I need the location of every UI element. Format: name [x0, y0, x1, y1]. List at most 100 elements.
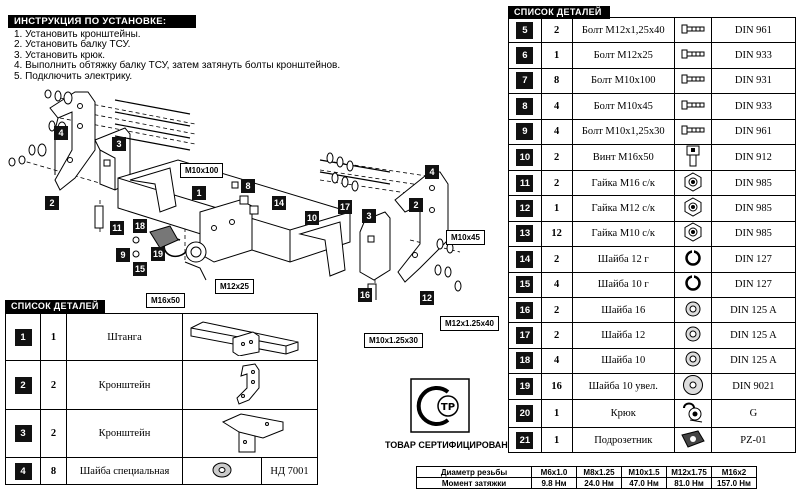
diagram-marker: 3 — [112, 137, 126, 151]
part-qty: 4 — [540, 347, 573, 375]
table-row: 1 1 Штанга — [5, 313, 318, 361]
table-row: 4 8 Шайба специальная НД 7001 — [5, 457, 318, 485]
part-number-badge: 19 — [516, 378, 534, 396]
part-number-badge: 13 — [516, 225, 534, 243]
diagram-marker: 2 — [409, 198, 423, 212]
bolt-icon — [680, 24, 706, 39]
part-name: Шайба специальная — [66, 457, 183, 485]
part-qty: 2 — [540, 322, 573, 349]
washer-icon — [684, 351, 702, 371]
part-number-badge: 16 — [516, 301, 534, 319]
part-standard: DIN 985 — [710, 220, 796, 248]
part-number-badge: 6 — [516, 47, 534, 65]
tow-bar-icon — [190, 320, 299, 357]
part-qty: 1 — [540, 427, 573, 454]
washer-icon — [684, 301, 702, 321]
part-name: Шайба 10 — [571, 347, 675, 375]
part-number-badge: 5 — [516, 21, 534, 39]
thread-value: M10x1.5 — [621, 466, 667, 478]
special-washer-icon — [212, 462, 232, 477]
part-name: Болт M10x45 — [571, 93, 675, 120]
part-qty: 4 — [540, 93, 573, 120]
part-name: Шайба 10 г — [571, 271, 675, 298]
instruction-step: 4. Выполнить обтяжку балку ТСУ, затем за… — [14, 60, 341, 72]
diagram-marker: 17 — [338, 200, 352, 214]
lock-nut-icon — [683, 222, 703, 245]
parts-list-left-title: СПИСОК ДЕТАЛЕЙ — [5, 300, 105, 313]
part-number-badge: 9 — [516, 123, 534, 141]
hook-icon — [680, 402, 706, 427]
diagram-marker: 3 — [362, 209, 376, 223]
parts-table-left: 1 1 Штанга 2 2 Кронштейн — [5, 313, 318, 485]
part-name: Винт M16x50 — [571, 143, 675, 171]
part-qty: 2 — [540, 143, 573, 171]
certification-text: ТОВАР СЕРТИФИЦИРОВАН — [385, 440, 508, 450]
part-standard: НД 7001 — [261, 457, 318, 485]
part-standard: DIN 125 A — [710, 347, 796, 375]
part-name: Штанга — [66, 313, 183, 361]
part-number-badge: 14 — [516, 250, 534, 268]
part-number-badge: 7 — [516, 72, 534, 90]
callout-m12x125x40: M12x1.25x40 — [440, 316, 499, 331]
part-qty: 2 — [40, 360, 67, 410]
spring-washer-icon — [684, 275, 702, 295]
part-standard: DIN 985 — [710, 195, 796, 222]
part-qty: 2 — [540, 246, 573, 273]
torque-value: 47.0 Нм — [621, 477, 667, 489]
torque-table: Диаметр резьбы M6x1.0 M8x1.25 M10x1.5 M1… — [416, 466, 757, 489]
diagram-marker: 4 — [425, 165, 439, 179]
part-number-badge: 2 — [14, 376, 32, 394]
bolt-icon — [680, 100, 706, 115]
part-qty: 2 — [540, 16, 573, 44]
part-name: Гайка M16 с/к — [571, 169, 675, 197]
part-name: Гайка M12 с/к — [571, 195, 675, 222]
exploded-assembly-diagram — [8, 89, 462, 300]
part-qty: 2 — [540, 169, 573, 197]
part-number-badge: 1 — [14, 328, 32, 346]
parts-list-right-title: СПИСОК ДЕТАЛЕЙ — [508, 6, 610, 19]
part-number-badge: 8 — [516, 97, 534, 115]
table-row: Диаметр резьбы M6x1.0 M8x1.25 M10x1.5 M1… — [416, 466, 757, 478]
part-qty: 2 — [540, 296, 573, 324]
part-name: Шайба 12 — [571, 322, 675, 349]
certification-mark-icon: ТР — [410, 378, 470, 433]
diagram-marker: 4 — [54, 126, 68, 140]
part-name: Крюк — [571, 399, 675, 429]
part-standard: DIN 127 — [710, 246, 796, 273]
part-number-badge: 10 — [516, 148, 534, 166]
cert-mark-letters: ТР — [441, 402, 455, 413]
thread-label: Диаметр резьбы — [416, 466, 532, 478]
instructions-list: 1. Установить кронштейны. 2. Установить … — [14, 29, 341, 82]
part-number-badge: 15 — [516, 276, 534, 294]
part-name: Шайба 16 — [571, 296, 675, 324]
part-standard: DIN 127 — [710, 271, 796, 298]
part-qty: 12 — [540, 220, 573, 248]
torque-value: 24.0 Нм — [576, 477, 622, 489]
diagram-marker: 14 — [272, 196, 286, 210]
part-qty: 1 — [540, 42, 573, 69]
diagram-marker: 11 — [110, 221, 124, 235]
part-name: Болт M12x1,25x40 — [571, 16, 675, 44]
callout-m12x25: M12x25 — [215, 279, 254, 294]
diagram-marker: 9 — [116, 248, 130, 262]
torque-value: 81.0 Нм — [666, 477, 712, 489]
table-row: 2 2 Кронштейн — [5, 360, 318, 410]
callout-m10x45: M10x45 — [446, 230, 485, 245]
part-standard: DIN 961 — [710, 118, 796, 145]
socket-plate-icon — [680, 430, 706, 452]
part-name: Кронштейн — [66, 409, 183, 458]
part-qty: 1 — [540, 399, 573, 429]
part-name: Шайба 10 увел. — [571, 373, 675, 401]
diagram-marker: 12 — [420, 291, 434, 305]
